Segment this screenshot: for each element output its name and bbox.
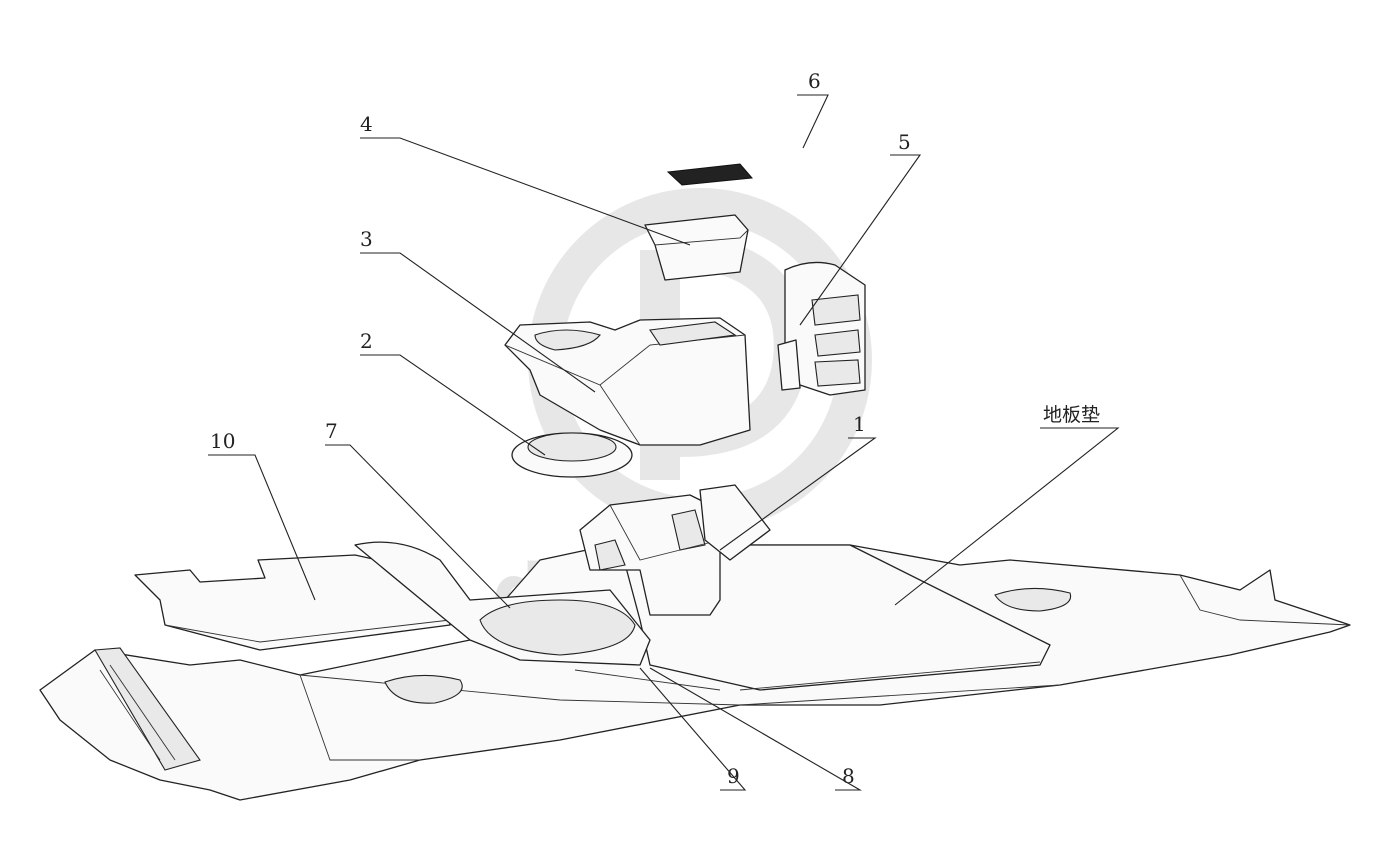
callout-1: 1	[853, 412, 866, 436]
callout-4: 4	[360, 112, 373, 136]
leader-lines	[208, 94, 1120, 791]
callout-9: 9	[727, 764, 740, 788]
part-4-storage-box	[644, 214, 749, 281]
part-1-bracket	[579, 484, 771, 616]
callout-2: 2	[360, 329, 373, 353]
callout-3: 3	[360, 227, 373, 251]
callout-5: 5	[898, 130, 911, 154]
callout-6: 6	[808, 69, 821, 93]
callout-floor-mat: 地板垫	[1043, 404, 1100, 426]
floor-mat-panel	[619, 544, 1051, 691]
callout-10: 10	[210, 429, 235, 453]
part-2-ring	[511, 432, 633, 478]
part-6-pad	[666, 163, 754, 186]
callout-8: 8	[842, 764, 855, 788]
tunnel-section	[354, 541, 721, 691]
callout-7: 7	[325, 419, 338, 443]
part-3-console	[504, 317, 751, 446]
part-5-cup-holder	[777, 261, 866, 396]
